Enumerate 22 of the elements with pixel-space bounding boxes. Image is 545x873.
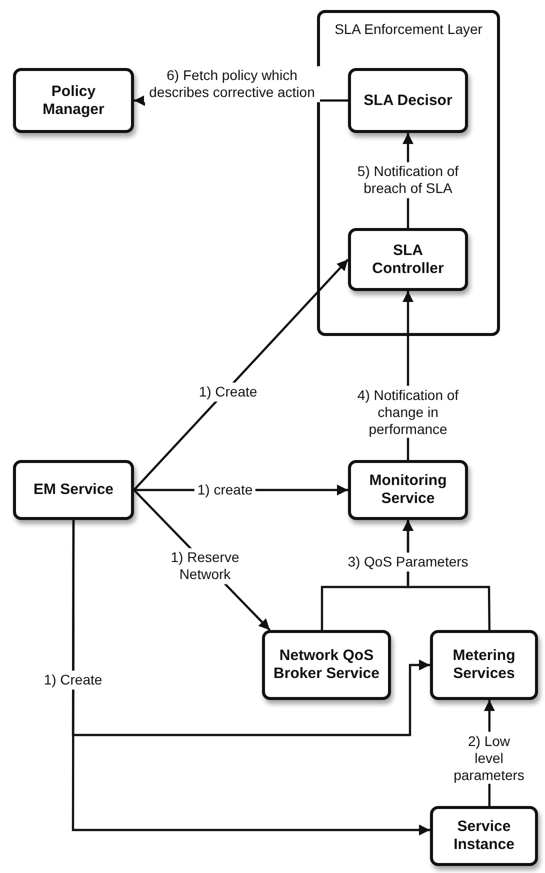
arrow [72,520,430,836]
process-box [13,68,134,133]
process-box [430,806,538,866]
node-label: SLA Decisor [362,92,454,110]
process-box [348,460,468,520]
process-box [430,630,538,700]
layer-container [317,10,500,336]
layer-title: SLA Enforcement Layer [334,21,484,38]
node-label: SLA Controller [371,242,445,278]
process-box [262,630,391,700]
node-label: Network QoS Broker Service [272,647,380,683]
process-box [348,228,468,291]
node-label: EM Service [32,481,115,499]
node-label: Monitoring Service [368,472,448,508]
arrow [133,258,349,491]
process-box [13,460,134,520]
arrow [402,520,490,630]
node-label: Service Instance [452,818,516,854]
process-box [348,68,468,133]
edge-label: 6) Fetch policy which describes corrective action [144,66,320,102]
node-label: Policy Manager [42,82,106,118]
node-label: Metering Services [452,647,516,683]
